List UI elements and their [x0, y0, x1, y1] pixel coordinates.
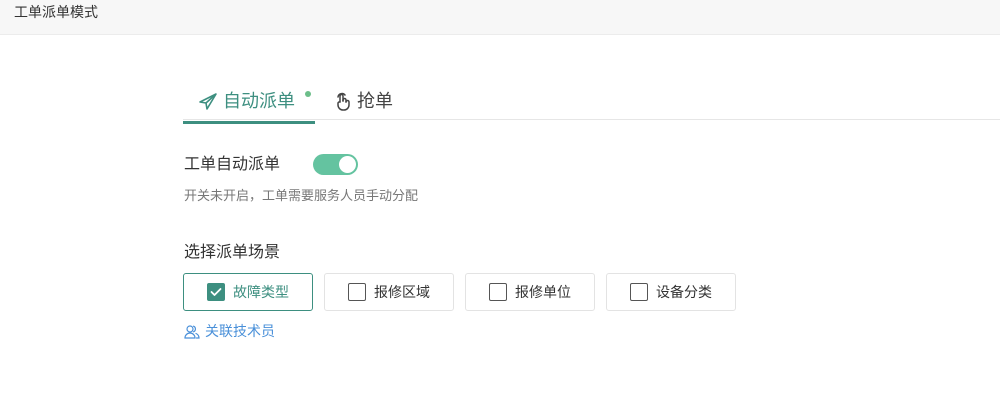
scene-option-device-category[interactable]: 设备分类 — [606, 273, 736, 311]
scene-section-title: 选择派单场景 — [184, 242, 281, 261]
link-technicians[interactable]: 关联技术员 — [184, 322, 275, 342]
tab-auto-dispatch-label: 自动派单 — [223, 91, 295, 112]
toggle-knob — [339, 155, 357, 173]
auto-dispatch-label: 工单自动派单 — [184, 154, 281, 173]
checkbox-checked[interactable] — [207, 283, 225, 301]
scene-option-fault-type[interactable]: 故障类型 — [183, 273, 313, 311]
active-tab-indicator — [183, 121, 315, 124]
tab-auto-dispatch[interactable]: 自动派单 — [183, 84, 315, 124]
scene-option-label: 设备分类 — [656, 285, 712, 301]
scene-option-label: 报修区域 — [374, 285, 430, 301]
dispatch-mode-tabs: 自动派单 抢单 — [183, 84, 1000, 124]
tab-grab-order[interactable]: 抢单 — [333, 84, 393, 120]
hand-pointer-icon — [337, 92, 350, 111]
auto-dispatch-toggle[interactable] — [313, 153, 359, 175]
scene-option-repair-unit[interactable]: 报修单位 — [465, 273, 595, 311]
auto-dispatch-setting: 工单自动派单 — [184, 153, 359, 175]
scene-option-repair-area[interactable]: 报修区域 — [324, 273, 454, 311]
badge-dot — [305, 91, 311, 97]
page-header: 工单派单模式 — [0, 0, 1000, 35]
auto-dispatch-hint: 开关未开启，工单需要服务人员手动分配 — [184, 189, 419, 204]
link-technicians-label: 关联技术员 — [205, 324, 275, 340]
checkbox-unchecked[interactable] — [489, 283, 507, 301]
checkbox-unchecked[interactable] — [348, 283, 366, 301]
scene-option-label: 故障类型 — [233, 285, 289, 301]
page-title: 工单派单模式 — [14, 5, 98, 21]
users-icon — [184, 325, 200, 339]
scene-options: 故障类型 报修区域 报修单位 设备分类 — [183, 273, 736, 311]
scene-option-label: 报修单位 — [515, 285, 571, 301]
checkbox-unchecked[interactable] — [630, 283, 648, 301]
checkmark-icon — [210, 288, 222, 296]
tab-grab-order-label: 抢单 — [357, 91, 393, 112]
paper-plane-icon — [199, 93, 217, 110]
